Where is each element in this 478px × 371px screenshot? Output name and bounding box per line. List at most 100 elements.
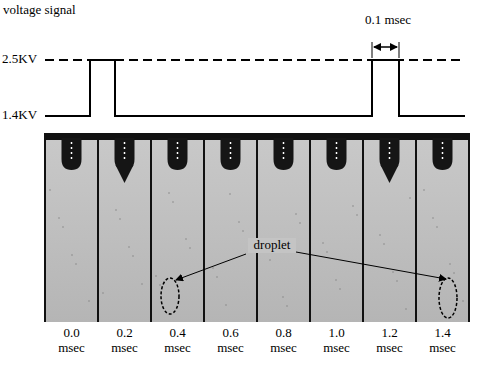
nozzle-axis (177, 142, 179, 161)
speckle (216, 276, 218, 278)
speckle (299, 222, 301, 224)
time-label: 0.6 msec (211, 326, 251, 356)
level-label: 1.4KV (2, 108, 44, 123)
speckle (392, 271, 394, 273)
speckle (238, 221, 240, 223)
speckle (295, 213, 297, 215)
tick-line (399, 42, 400, 58)
frame-border (97, 133, 99, 322)
speckle (159, 284, 161, 286)
speckle (155, 275, 157, 277)
taylor-cone (381, 165, 399, 183)
time-label: 0.4 msec (158, 326, 198, 356)
photo-frame (310, 133, 363, 322)
speckle (286, 305, 288, 307)
speckle (453, 272, 455, 274)
photo-frame (257, 133, 310, 322)
speckle (335, 279, 337, 281)
time-label: 0.2 msec (105, 326, 145, 356)
dimension-label: 0.1 msec (358, 13, 418, 28)
speckle (352, 205, 354, 207)
frame-border (150, 133, 152, 322)
speckle (405, 308, 407, 310)
speckle (71, 254, 73, 256)
nozzle-axis (230, 142, 232, 161)
speckle (449, 263, 451, 265)
time-label: 0.0 msec (52, 326, 92, 356)
level-label: 2.5KV (2, 52, 44, 67)
frame-border (468, 133, 470, 322)
speckle (409, 197, 411, 199)
photo-frame (416, 133, 469, 322)
speckle (379, 234, 381, 236)
speckle (396, 280, 398, 282)
speckle (49, 189, 51, 191)
frame-border (362, 133, 364, 322)
speckle (436, 226, 438, 228)
nozzle (274, 138, 294, 170)
droplet-ellipse (161, 278, 179, 314)
speckle (383, 243, 385, 245)
speckle (119, 218, 121, 220)
speckle (322, 242, 324, 244)
nozzle (327, 138, 347, 170)
speckle (172, 201, 174, 203)
nozzle (168, 138, 188, 170)
time-label: 1.0 msec (317, 326, 357, 356)
speckle (269, 259, 271, 261)
speckle (189, 247, 191, 249)
speckle (62, 226, 64, 228)
taylor-cone (116, 165, 134, 183)
pulse-signal (45, 60, 465, 116)
speckle (212, 267, 214, 269)
nozzle (62, 138, 82, 170)
photo-frame (204, 133, 257, 322)
speckle (229, 193, 231, 195)
frame-border (309, 133, 311, 322)
time-label: 1.2 msec (370, 326, 410, 356)
nozzle-axis (71, 142, 73, 161)
nozzle-axis (389, 142, 391, 161)
speckle (185, 238, 187, 240)
frame-border (415, 133, 417, 322)
photo-frame (98, 133, 151, 322)
speckle (326, 251, 328, 253)
speckle (423, 189, 425, 191)
speckle (102, 292, 104, 294)
photo-frame (151, 133, 204, 322)
photo-frame (363, 133, 416, 322)
tick-line (372, 42, 373, 58)
speckle (168, 192, 170, 194)
speckle (282, 296, 284, 298)
frame-border (44, 133, 46, 322)
photo-frame (45, 133, 98, 322)
nozzle-axis (283, 142, 285, 161)
speckle (128, 246, 130, 248)
leader-line (296, 252, 446, 279)
width-arrow (374, 46, 397, 48)
speckle (58, 217, 60, 219)
speckle (242, 230, 244, 232)
nozzle-axis (442, 142, 444, 161)
speckle (339, 288, 341, 290)
speckle (225, 304, 227, 306)
nozzle (433, 138, 453, 170)
speckle (88, 300, 90, 302)
leader-line (176, 254, 246, 280)
speckle (75, 263, 77, 265)
droplet-ellipse (439, 278, 457, 318)
speckle (356, 214, 358, 216)
nozzle (221, 138, 241, 170)
speckle (132, 255, 134, 257)
photo-strip (45, 133, 469, 322)
frame-border (203, 133, 205, 322)
callout-label: droplet (248, 238, 296, 253)
axis-title: voltage signal (3, 3, 113, 18)
nozzle-axis (124, 142, 126, 161)
time-label: 1.4 msec (423, 326, 463, 356)
time-label: 0.8 msec (264, 326, 304, 356)
speckle (432, 217, 434, 219)
speckle (115, 209, 117, 211)
speckle (141, 283, 143, 285)
